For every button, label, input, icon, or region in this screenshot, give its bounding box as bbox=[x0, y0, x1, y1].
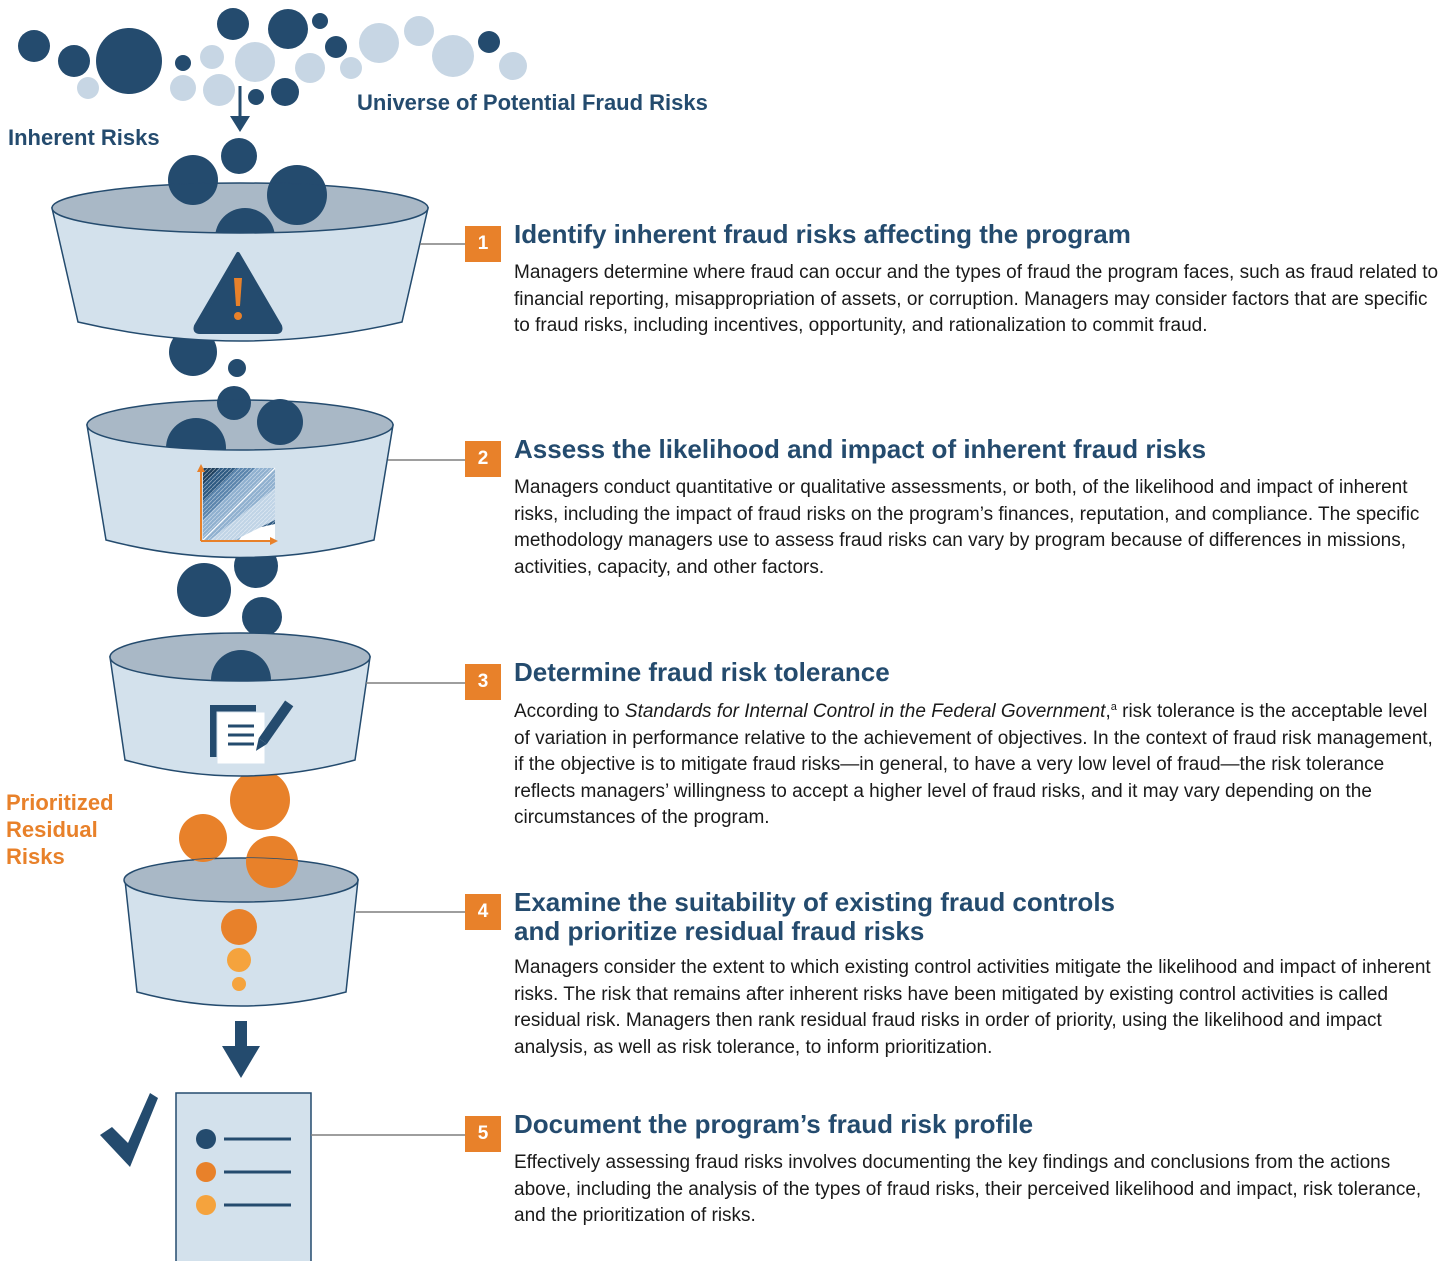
funnel-3 bbox=[109, 632, 371, 777]
step-body: Managers determine where fraud can occur… bbox=[514, 262, 1439, 337]
warning-icon bbox=[193, 252, 283, 334]
step-body-pre: According to bbox=[514, 701, 625, 722]
prioritized-residual-risks-label: Prioritized Residual Risks bbox=[6, 789, 114, 870]
step-title: Examine the suitability of existing frau… bbox=[514, 888, 1434, 946]
heat-map-icon bbox=[197, 464, 278, 545]
risk-profile-document-icon bbox=[175, 1092, 312, 1261]
funnel-1 bbox=[51, 182, 429, 342]
connector-lines bbox=[311, 243, 465, 1136]
document-pencil-icon bbox=[210, 700, 294, 765]
footnote-marker: a bbox=[1110, 701, 1117, 713]
universe-label: Universe of Potential Fraud Risks bbox=[357, 90, 708, 115]
checkmark-icon bbox=[100, 1093, 158, 1167]
prioritized-label-line: Residual bbox=[6, 817, 98, 842]
step-body: Managers conduct quantitative or qualita… bbox=[514, 477, 1420, 578]
step-title: Determine fraud risk tolerance bbox=[514, 657, 890, 687]
step-body: According to Standards for Internal Cont… bbox=[514, 701, 1433, 829]
step-title: Document the program’s fraud risk profil… bbox=[514, 1109, 1034, 1139]
step-number-badge: 5 bbox=[465, 1116, 501, 1152]
down-arrow-icon bbox=[222, 1021, 260, 1078]
prioritized-label-line: Risks bbox=[6, 844, 65, 869]
priority-dots-icon bbox=[221, 909, 257, 991]
step-number-badge: 2 bbox=[465, 441, 501, 477]
step-body-post: risk tolerance is the acceptable level o… bbox=[514, 701, 1433, 829]
universe-bubbles bbox=[18, 8, 527, 106]
standards-citation: Standards for Internal Control in the Fe… bbox=[624, 701, 1106, 722]
step-number-badge: 4 bbox=[465, 894, 501, 930]
step-title-line: and prioritize residual fraud risks bbox=[514, 916, 925, 946]
funnel-4 bbox=[123, 857, 359, 1007]
prioritized-label-line: Prioritized bbox=[6, 790, 114, 815]
step-body: Managers consider the extent to which ex… bbox=[514, 957, 1431, 1058]
step-title-line: Examine the suitability of existing frau… bbox=[514, 887, 1115, 917]
step-number-badge: 3 bbox=[465, 664, 501, 700]
step-number-badge: 1 bbox=[465, 226, 501, 262]
inherent-risks-label: Inherent Risks bbox=[8, 125, 160, 150]
small-down-arrow-icon bbox=[230, 86, 250, 132]
step-title: Assess the likelihood and impact of inhe… bbox=[514, 434, 1207, 464]
step-title: Identify inherent fraud risks affecting … bbox=[514, 219, 1131, 249]
funnel-2 bbox=[86, 399, 394, 559]
step-body: Effectively assessing fraud risks involv… bbox=[514, 1152, 1422, 1227]
